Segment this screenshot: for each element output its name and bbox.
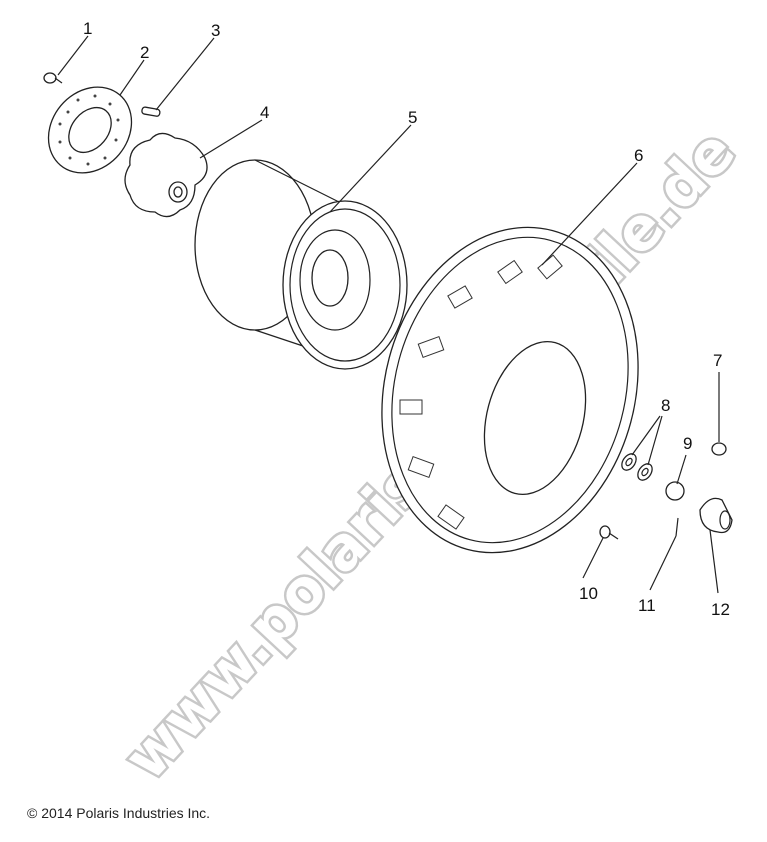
part-bolt <box>43 72 63 84</box>
callout-7: 7 <box>713 351 722 370</box>
callout-5: 5 <box>408 108 417 127</box>
callout-9: 9 <box>683 434 692 453</box>
callout-3: 3 <box>211 21 220 40</box>
callout-10: 10 <box>579 584 598 603</box>
part-wheel-rim <box>194 159 408 370</box>
part-cap <box>711 442 727 456</box>
leader-lines <box>57 35 720 594</box>
part-nut <box>665 481 685 501</box>
part-hub-cap <box>699 497 733 534</box>
callout-1: 1 <box>83 19 92 38</box>
part-washers <box>621 453 653 481</box>
copyright-notice: © 2014 Polaris Industries Inc. <box>27 805 211 821</box>
callout-12: 12 <box>711 600 730 619</box>
callout-8: 8 <box>661 396 670 415</box>
part-valve-stem <box>599 525 619 540</box>
callout-4: 4 <box>260 103 269 122</box>
part-stud <box>141 106 161 117</box>
part-cotter-pin <box>675 517 679 537</box>
part-hub <box>124 132 208 218</box>
callout-6: 6 <box>634 146 643 165</box>
callout-2: 2 <box>140 43 149 62</box>
callout-11: 11 <box>638 596 656 615</box>
part-brake-disc <box>47 86 133 174</box>
part-tire <box>381 226 639 554</box>
